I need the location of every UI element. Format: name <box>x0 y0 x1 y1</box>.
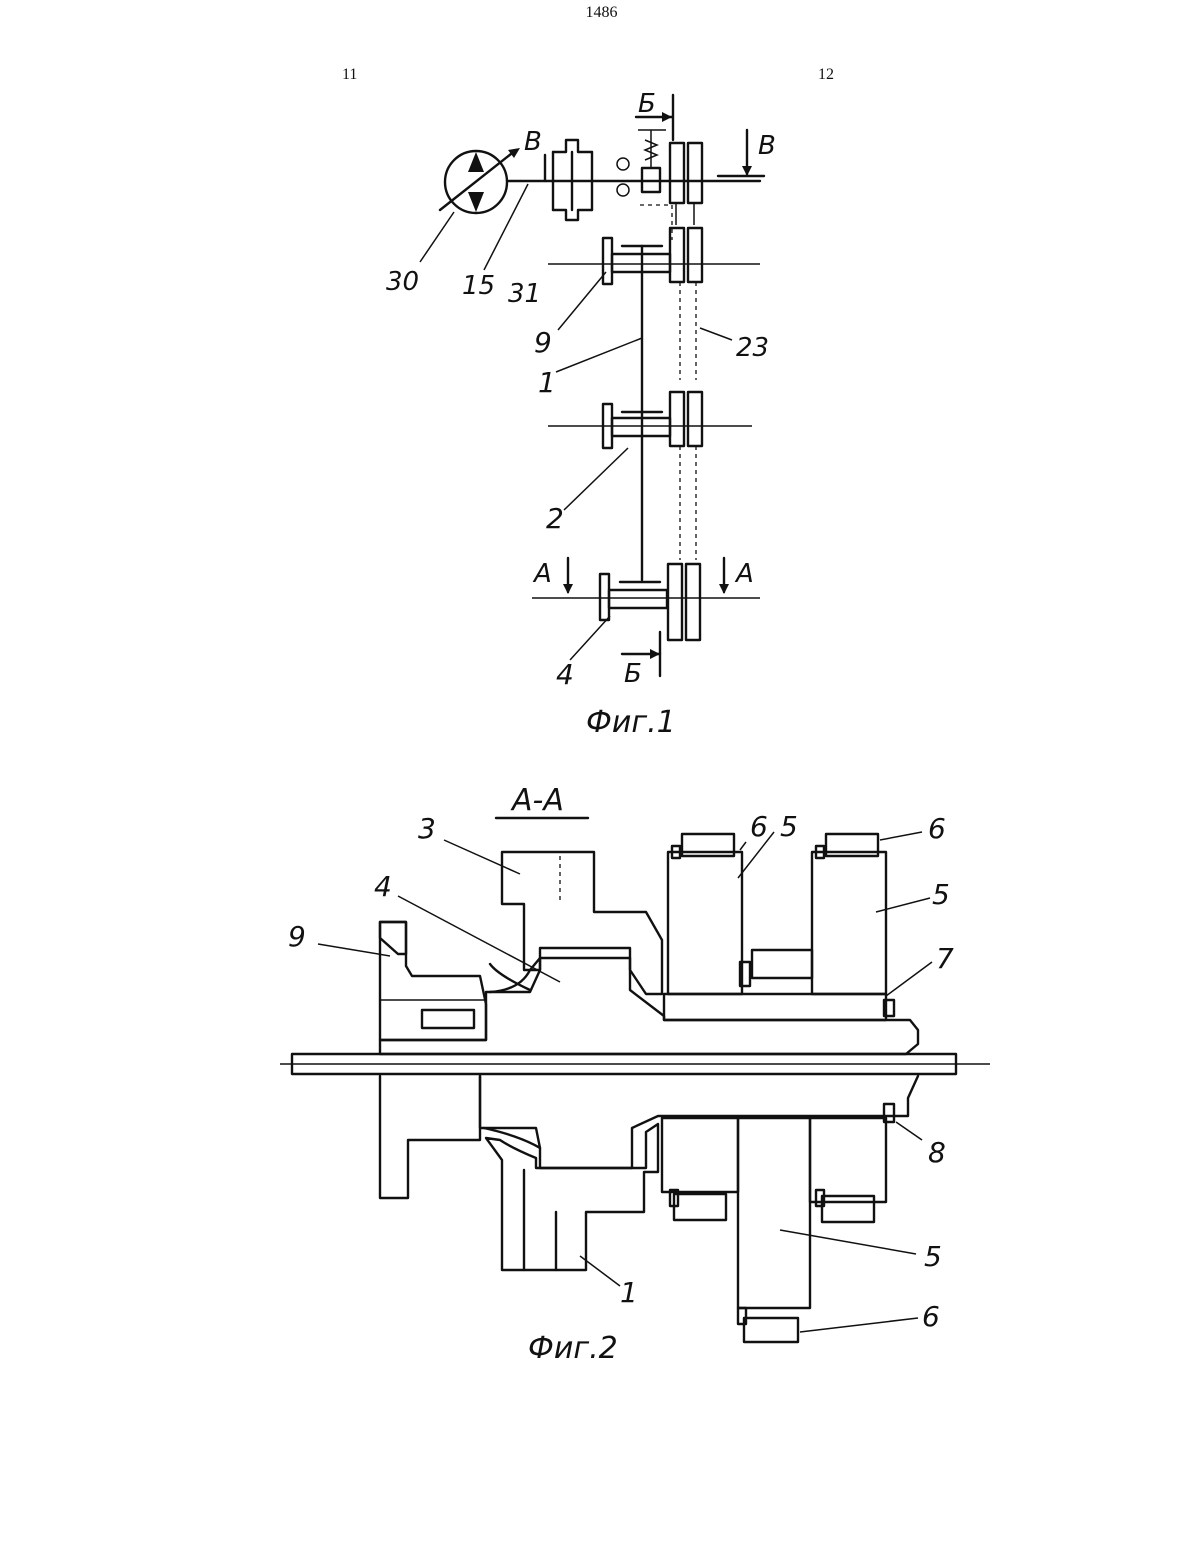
gear-3-upper <box>502 852 662 994</box>
label-6-right: 6 <box>928 812 946 845</box>
label-6-left: 6 <box>750 810 768 843</box>
main-shaft <box>280 1054 990 1074</box>
carrier-4-lower <box>480 1076 918 1168</box>
label-30: 30 <box>386 267 419 297</box>
label-4: 4 <box>556 658 574 691</box>
figure-1-caption: Фиг.1 <box>586 705 676 740</box>
label-3: 3 <box>418 812 436 845</box>
hub-9-upper <box>380 922 486 1040</box>
section-mark-v-right: В <box>758 131 776 161</box>
shaft-2 <box>548 392 752 560</box>
figure-1-drawing: Б Б В В А А 30 15 31 9 23 1 2 4 Фиг.1 <box>0 0 1203 760</box>
label-31: 31 <box>508 279 541 309</box>
figure-2-drawing: А-А <box>0 760 1203 1380</box>
figure-2-leaders <box>318 832 932 1332</box>
section-mark-b-top: Б <box>638 89 656 119</box>
section-mark-b-bottom: Б <box>624 659 642 689</box>
label-6-lower: 6 <box>922 1300 940 1333</box>
label-8: 8 <box>928 1136 946 1169</box>
label-9: 9 <box>534 326 552 359</box>
carrier-4-upper <box>380 958 918 1054</box>
section-mark-a-left: А <box>532 559 552 589</box>
label-7: 7 <box>936 942 954 975</box>
label-9: 9 <box>288 920 306 953</box>
label-15: 15 <box>462 271 495 301</box>
section-title-a-a: А-А <box>510 783 564 818</box>
upper-gear-stack <box>670 143 702 225</box>
label-5-left: 5 <box>780 810 798 843</box>
label-4: 4 <box>374 870 392 903</box>
gear-5-upper-right <box>752 834 886 994</box>
hub-9-lower <box>380 1076 480 1198</box>
label-5-lower: 5 <box>924 1240 942 1273</box>
input-shaft <box>507 130 760 240</box>
section-mark-a-right: А <box>734 559 754 589</box>
label-5-right: 5 <box>932 878 950 911</box>
shaft-4 <box>532 564 760 640</box>
label-2: 2 <box>546 502 564 535</box>
gear-5-upper-left <box>668 834 750 994</box>
label-23: 23 <box>736 333 769 363</box>
gear-5-lower <box>662 1104 894 1342</box>
bearing-7-upper <box>664 994 894 1020</box>
label-1: 1 <box>620 1276 638 1309</box>
label-1: 1 <box>538 366 556 399</box>
section-mark-v-left: В <box>524 127 542 157</box>
figure-2-caption: Фиг.2 <box>528 1331 618 1366</box>
